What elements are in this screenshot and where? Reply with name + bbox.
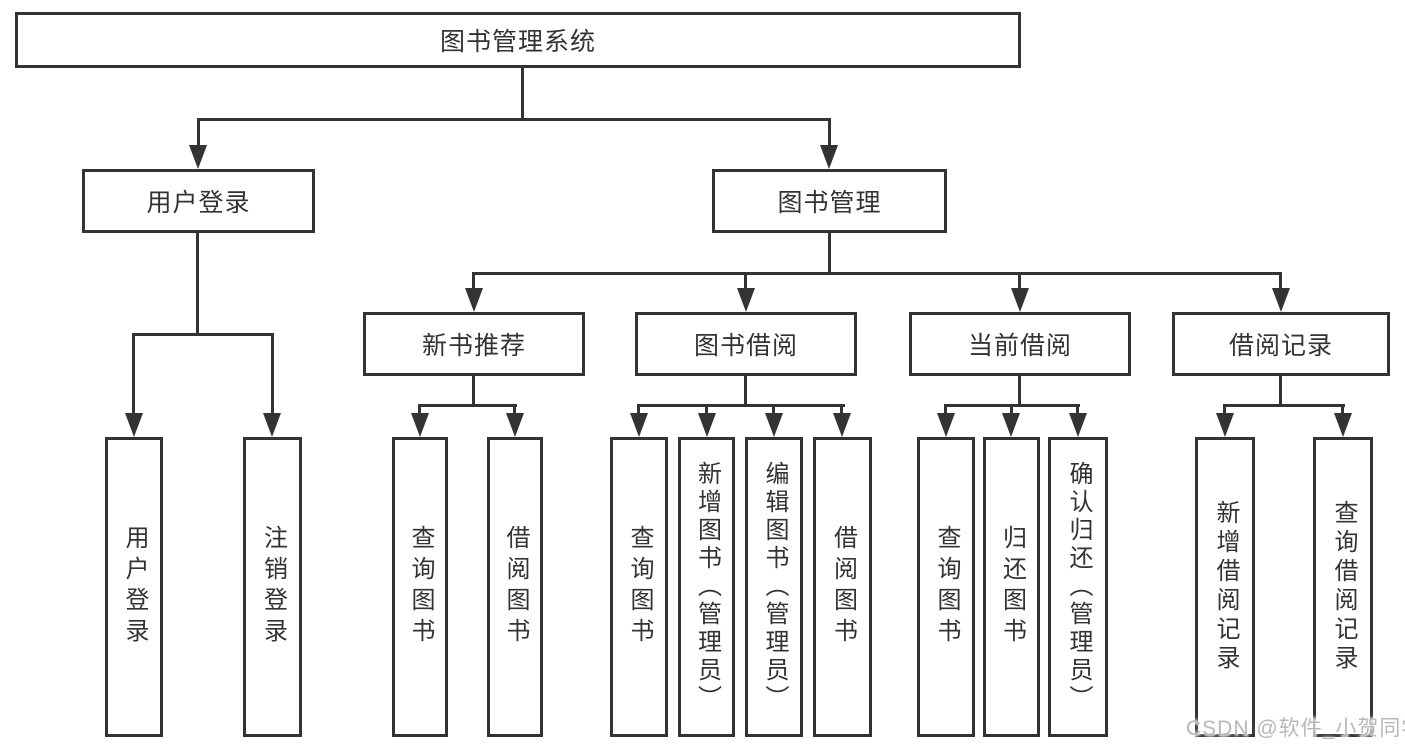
connector-book-borrow-drop [744,375,747,406]
leaf-borrow-book-1-label: 借阅图书 [502,525,529,649]
arrowhead-down-icon [765,413,783,437]
leaf-query-book-2-label: 查询图书 [626,525,653,649]
arrowhead-down-icon [1334,413,1352,437]
connector-borrow-records-stub [1341,404,1344,416]
leaf-borrow-book-2-label: 借阅图书 [829,525,857,649]
connector-book-borrow-stub [705,404,708,416]
leaf-edit-book-label: 编辑图书（管理员） [761,461,788,713]
leaf-query-book-1: 查询图书 [392,437,448,737]
leaf-add-book: 新增图书（管理员） [678,437,735,737]
leaf-query-borrow-record: 查询借阅记录 [1313,437,1373,737]
connector-user-login-bus [132,333,274,336]
leaf-logout-label: 注销登录 [259,525,287,649]
leaf-query-book-3: 查询图书 [917,437,975,737]
leaf-add-book-label: 新增图书（管理员） [693,461,721,713]
connector-borrow-records-drop [1279,375,1282,406]
connector-borrow-records-stub [1223,404,1226,416]
connector-user-login-stub [132,333,135,415]
node-book-mgmt: 图书管理 [712,169,947,233]
leaf-add-borrow-record: 新增借阅记录 [1195,437,1255,737]
arrowhead-down-icon [1011,288,1029,312]
leaf-edit-book: 编辑图书（管理员） [745,437,803,737]
node-current-borrow: 当前借阅 [909,312,1131,376]
arrowhead-down-icon [411,413,429,437]
connector-new-book-rec-stub [418,404,421,416]
arrowhead-down-icon [506,413,524,437]
leaf-borrow-book-2: 借阅图书 [813,437,872,737]
leaf-confirm-return-label: 确认归还（管理员） [1065,461,1092,713]
node-book-borrow: 图书借阅 [635,312,857,376]
connector-l3-stub [1279,272,1282,292]
connector-book-borrow-bus [637,404,845,407]
node-borrow-records: 借阅记录 [1172,312,1390,376]
connector-l2-stub-right [828,118,831,148]
node-new-book-rec: 新书推荐 [363,312,585,376]
arrowhead-down-icon [1272,288,1290,312]
connector-new-book-rec-bus [418,404,517,407]
leaf-query-borrow-record-label: 查询借阅记录 [1330,500,1357,674]
leaf-user-login: 用户登录 [105,437,163,737]
arrowhead-down-icon [698,413,716,437]
connector-new-book-rec-stub [513,404,516,416]
node-book-mgmt-label: 图书管理 [777,189,882,217]
leaf-query-book-2: 查询图书 [610,437,668,737]
leaf-return-book: 归还图书 [983,437,1040,737]
node-user-login: 用户登录 [82,169,315,233]
connector-current-borrow-drop [1018,375,1021,406]
leaf-confirm-return: 确认归还（管理员） [1048,437,1108,737]
arrowhead-down-icon [1002,413,1020,437]
watermark: CSDN @软件_小贺同学 [1186,717,1405,740]
leaf-query-book-1-label: 查询图书 [407,525,434,649]
connector-current-borrow-stub [1010,404,1013,416]
node-new-book-rec-label: 新书推荐 [421,332,526,360]
connector-book-borrow-stub [772,404,775,416]
connector-current-borrow-stub [1076,404,1079,416]
connector-user-login-drop [196,233,199,335]
connector-book-borrow-stub [637,404,640,416]
arrowhead-down-icon [189,145,207,169]
connector-borrow-records-bus [1223,404,1345,407]
arrowhead-down-icon [937,413,955,437]
connector-user-login-stub [271,333,274,415]
connector-l3-bus [472,272,1282,275]
connector-l3-stub [472,272,475,292]
leaf-add-borrow-record-label: 新增借阅记录 [1212,500,1239,674]
node-borrow-records-label: 借阅记录 [1228,332,1333,360]
leaf-return-book-label: 归还图书 [998,525,1026,649]
connector-l3-stub [744,272,747,292]
arrowhead-down-icon [465,288,483,312]
leaf-user-login-label: 用户登录 [121,525,148,649]
leaf-borrow-book-1: 借阅图书 [487,437,543,737]
arrowhead-down-icon [1069,413,1087,437]
arrowhead-down-icon [263,413,281,437]
connector-l3-stub [1018,272,1021,292]
node-root-label: 图书管理系统 [439,28,596,56]
node-root: 图书管理系统 [15,12,1021,68]
connector-current-borrow-stub [944,404,947,416]
arrowhead-down-icon [125,413,143,437]
arrowhead-down-icon [737,288,755,312]
arrowhead-down-icon [820,145,838,169]
connector-book-borrow-stub [840,404,843,416]
connector-l2-bus [197,118,831,121]
node-book-borrow-label: 图书借阅 [693,332,798,360]
connector-root-drop [521,66,524,120]
connector-l2-stub-left [197,118,200,148]
arrowhead-down-icon [630,413,648,437]
leaf-logout: 注销登录 [243,437,302,737]
arrowhead-down-icon [1216,413,1234,437]
leaf-query-book-3-label: 查询图书 [933,525,960,649]
connector-book-mgmt-drop [828,231,831,274]
node-current-borrow-label: 当前借阅 [967,332,1072,360]
node-user-login-label: 用户登录 [146,189,251,217]
arrowhead-down-icon [833,413,851,437]
connector-new-book-rec-drop [472,375,475,406]
